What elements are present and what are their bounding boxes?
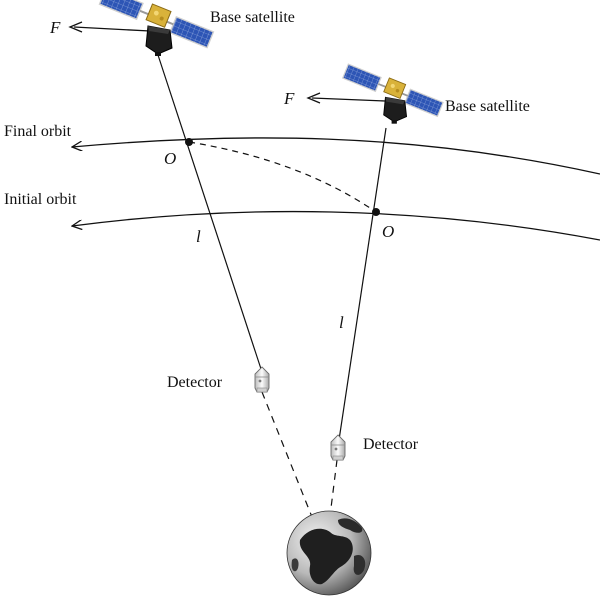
point-o-initial — [372, 208, 380, 216]
force-arrowhead-right — [306, 92, 321, 104]
final-orbit-curve — [72, 137, 600, 175]
satellite-icon — [341, 60, 445, 125]
force-label-left: F — [49, 18, 61, 37]
force-arrow-left — [73, 26, 151, 32]
tether-length-label-left: l — [196, 227, 201, 246]
initial-orbit-label: Initial orbit — [4, 191, 77, 208]
final-orbit-label: Final orbit — [4, 123, 72, 140]
point-o-label-final: O — [164, 149, 176, 168]
detector-capsule-icon — [330, 434, 346, 461]
earth-icon — [286, 510, 372, 596]
detector-label-left: Detector — [167, 374, 223, 391]
tether-line-left — [157, 54, 263, 373]
detector-capsule-icon — [254, 366, 270, 393]
point-o-final — [185, 138, 193, 146]
force-arrow-right — [311, 97, 386, 102]
satellite-label-left: Base satellite — [210, 9, 295, 26]
detector-label-right: Detector — [363, 436, 419, 453]
initial-orbit-curve — [72, 210, 600, 241]
point-o-label-initial: O — [382, 222, 394, 241]
force-label-right: F — [283, 89, 295, 108]
detector-earth-dashed-left — [261, 391, 317, 528]
satellite-icon — [98, 0, 216, 57]
transfer-arc — [188, 141, 377, 213]
tether-line-right — [338, 127, 387, 441]
tether-length-label-right: l — [339, 313, 344, 332]
force-arrowhead-left — [68, 21, 83, 33]
satellite-label-right: Base satellite — [445, 98, 530, 115]
